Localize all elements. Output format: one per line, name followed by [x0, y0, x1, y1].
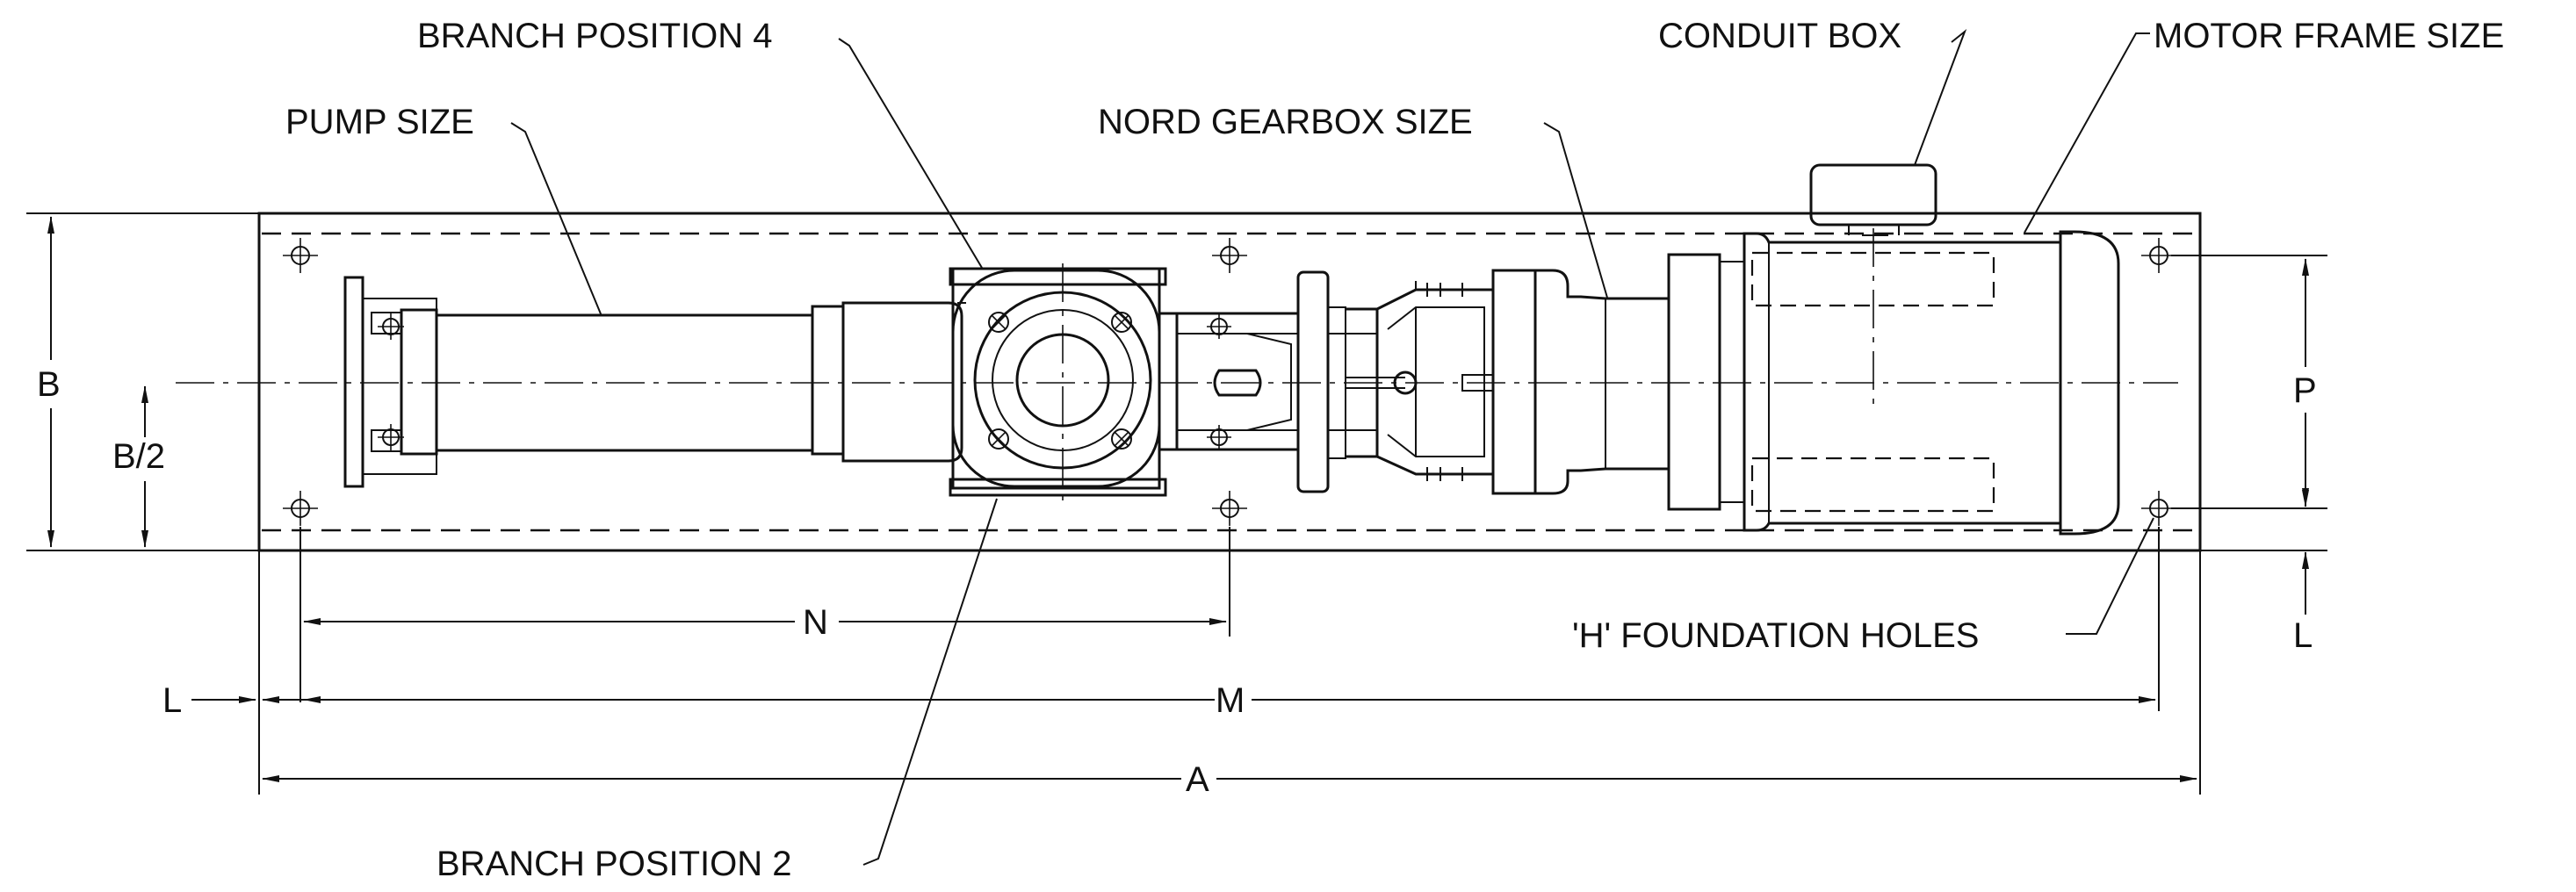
- dimension-l-right-label: L: [2293, 616, 2313, 655]
- nord-gearbox: [1491, 253, 1745, 511]
- callout-pump-size: PUMP SIZE: [285, 103, 603, 317]
- branch-position-4-label: BRANCH POSITION 4: [417, 17, 773, 55]
- foundation-hole: [2141, 491, 2176, 526]
- dimension-l-left-label: L: [162, 681, 182, 720]
- electric-motor: [1743, 228, 2120, 536]
- branch-position-2-label: BRANCH POSITION 2: [437, 845, 792, 883]
- flange-bolt: [1111, 312, 1132, 333]
- dimension-a: A: [262, 760, 2197, 799]
- pump-end-bracket: [343, 276, 438, 488]
- dimension-b-half: B/2: [112, 385, 165, 548]
- pump-suction-casing: [949, 263, 1167, 500]
- foundation-holes-label: 'H' FOUNDATION HOLES: [1572, 616, 1979, 655]
- foundation-hole: [283, 491, 318, 526]
- gearbox-adaptor: [1375, 281, 1495, 481]
- dimension-b-half-label: B/2: [112, 437, 165, 476]
- dimension-n-label: N: [803, 603, 828, 642]
- callout-conduit-box: CONDUIT BOX: [1658, 17, 1967, 166]
- dimension-b-label: B: [37, 365, 61, 404]
- dimension-m-label: M: [1216, 681, 1245, 720]
- callout-nord-gearbox-size: NORD GEARBOX SIZE: [1098, 103, 1608, 299]
- callout-branch-position-2: BRANCH POSITION 2: [437, 498, 998, 883]
- flange-bolt: [988, 428, 1009, 450]
- dimension-l-vertical: L: [2200, 487, 2327, 655]
- nord-gearbox-size-label: NORD GEARBOX SIZE: [1098, 103, 1473, 141]
- conduit-box: [1809, 163, 1937, 236]
- dimension-p: P: [2171, 255, 2327, 509]
- callout-branch-position-4: BRANCH POSITION 4: [417, 17, 983, 269]
- bearing-housing: [1158, 270, 1405, 493]
- dimension-m: M: [303, 527, 2160, 720]
- foundation-hole: [1212, 491, 1247, 526]
- conduit-box-label: CONDUIT BOX: [1658, 17, 1901, 55]
- dimension-l-horizontal: L: [162, 681, 316, 720]
- foundation-hole: [283, 238, 318, 273]
- flange-bolt: [1111, 428, 1132, 450]
- dimension-p-label: P: [2293, 371, 2317, 410]
- pump-stator-tube: [437, 301, 966, 463]
- dimension-a-label: A: [1186, 760, 1209, 799]
- foundation-hole: [1212, 238, 1247, 273]
- dimension-b: B: [26, 212, 259, 551]
- flange-bolt: [988, 312, 1009, 333]
- foundation-hole: [2141, 238, 2176, 273]
- motor-frame-size-label: MOTOR FRAME SIZE: [2154, 17, 2504, 55]
- pump-size-label: PUMP SIZE: [285, 103, 474, 141]
- foundation-holes: [283, 238, 2176, 526]
- dimension-n: N: [299, 527, 1230, 702]
- callout-foundation-holes: 'H' FOUNDATION HOLES: [1572, 517, 2154, 655]
- callout-motor-frame-size: MOTOR FRAME SIZE: [2024, 17, 2504, 234]
